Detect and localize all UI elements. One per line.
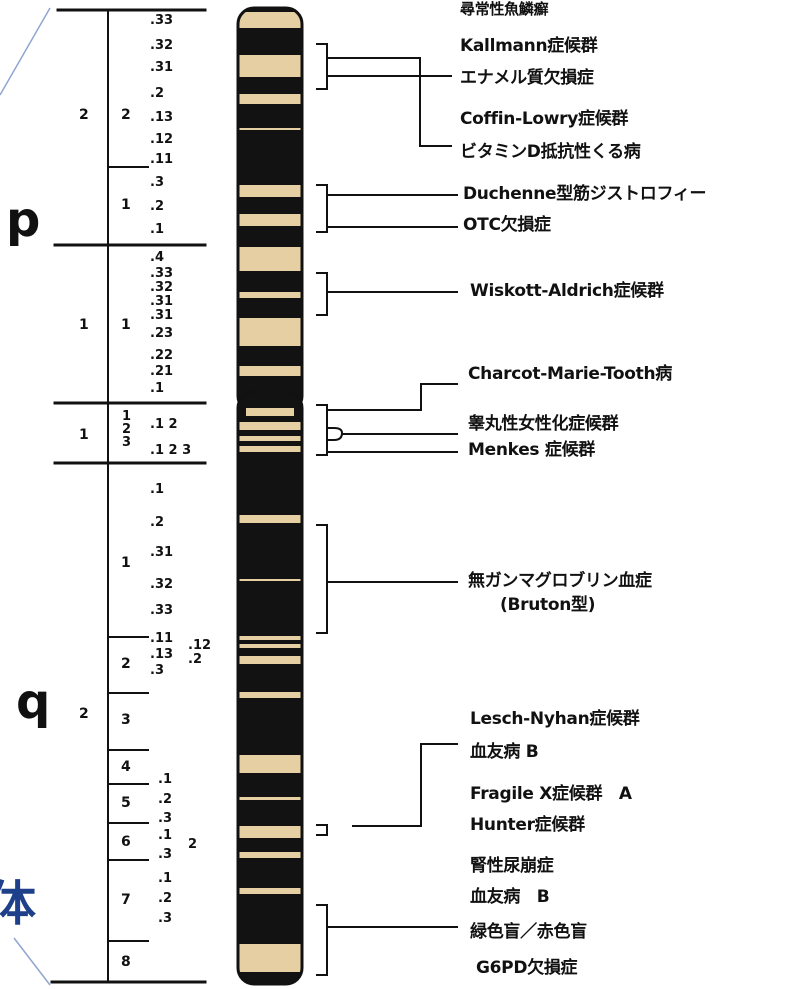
disease-label: Menkes 症候群	[468, 442, 595, 459]
disease-label: (Bruton型)	[500, 597, 595, 614]
disease-label: Coffin-Lowry症候群	[460, 111, 628, 128]
disease-label: Charcot-Marie-Tooth病	[468, 366, 672, 383]
disease-label: 血友病 B	[470, 744, 538, 761]
disease-label: 無ガンマグロブリン血症	[468, 573, 652, 590]
disease-label: OTC欠損症	[463, 217, 551, 234]
disease-label: Duchenne型筋ジストロフィー	[463, 186, 706, 203]
disease-label: Hunter症候群	[470, 817, 585, 834]
disease-label: Wiskott-Aldrich症候群	[470, 283, 664, 300]
disease-label: G6PD欠損症	[476, 960, 577, 977]
disease-label: 腎性尿崩症	[470, 858, 554, 875]
disease-label: 血友病 B	[470, 889, 549, 906]
disease-label: Lesch-Nyhan症候群	[470, 711, 640, 728]
disease-label: エナメル質欠損症	[460, 70, 594, 87]
disease-label: ビタミンD抵抗性くる病	[460, 144, 640, 161]
disease-label: 緑色盲／赤色盲	[470, 924, 587, 941]
disease-label: 尋常性魚鱗癬	[460, 2, 548, 17]
disease-label: Fragile X症候群 A	[470, 786, 632, 803]
disease-label: 睾丸性女性化症候群	[468, 416, 618, 433]
disease-label: Kallmann症候群	[460, 38, 597, 55]
